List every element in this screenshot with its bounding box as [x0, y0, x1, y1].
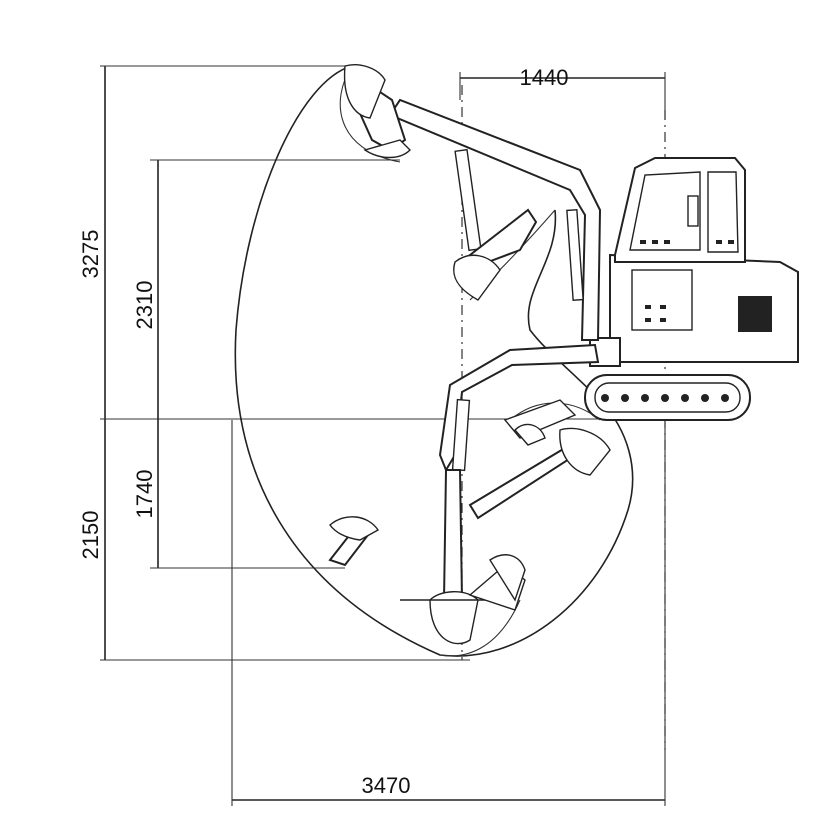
- dimension-1440-label: 1440: [520, 65, 569, 90]
- excavator-body: [584, 157, 799, 421]
- arm-position-dig: [468, 399, 611, 520]
- dimension-1740-label: 1740: [132, 470, 157, 519]
- bucket-position-dump: [328, 516, 380, 567]
- dimension-3275-label: 3275: [78, 230, 103, 279]
- dimension-2310-label: 2310: [132, 281, 157, 330]
- arm-position-low: [400, 343, 600, 645]
- dimension-2150-label: 2150: [78, 511, 103, 560]
- dimension-3470-label: 3470: [362, 773, 411, 798]
- arm-position-high: [343, 64, 602, 341]
